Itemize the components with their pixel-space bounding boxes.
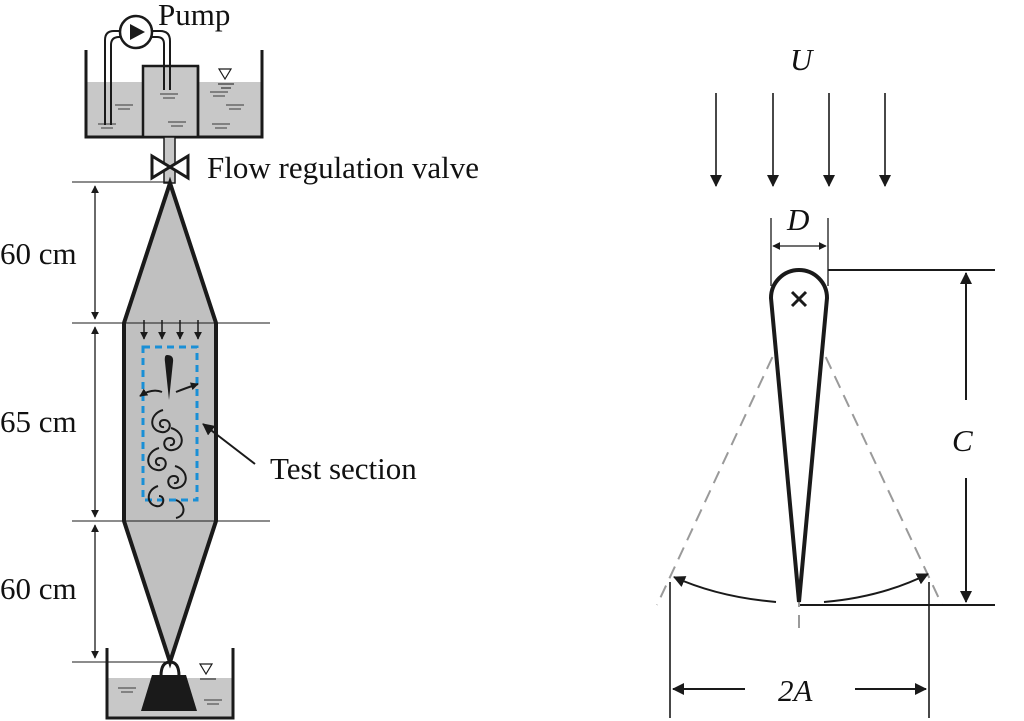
water-level-marker (217, 68, 234, 89)
freestream-arrows (710, 93, 891, 187)
lower-diffuser-height-label: 60 cm (0, 571, 77, 606)
airfoil-icon (164, 355, 174, 400)
test-section-label: Test section (270, 451, 417, 486)
lower-tank (105, 648, 235, 720)
flow-regulation-valve: Flow regulation valve (150, 136, 479, 185)
pump-label: Pump (158, 0, 230, 32)
pump: Pump (104, 0, 230, 125)
dimension-reference-lines (72, 181, 270, 663)
pitching-foil-geometry: U D (656, 42, 995, 718)
upper-contraction-height-label: 60 cm (0, 236, 77, 271)
amplitude-dimension: 2A (669, 582, 930, 718)
foil-outline (768, 268, 830, 603)
wake-vortices (147, 409, 187, 519)
amplitude-swing-arrows (673, 573, 929, 603)
valve-icon (150, 153, 190, 181)
pitching-arrows (139, 382, 199, 397)
test-section-pointer (202, 423, 256, 465)
diameter-dimension: D (770, 202, 829, 286)
lower-water-level-marker (198, 663, 214, 676)
upper-tank (84, 50, 264, 139)
diameter-label: D (786, 202, 809, 237)
test-section-height-label: 65 cm (0, 404, 77, 439)
water-tunnel-schematic: Pump Flow regulation valve (0, 0, 479, 720)
test-section-box (141, 345, 199, 502)
chord-dimension: C (800, 269, 995, 606)
valve-label: Flow regulation valve (207, 150, 479, 185)
pivot-icon (790, 290, 808, 308)
outlet-weight (141, 675, 197, 711)
freestream-velocity-label: U (790, 42, 815, 77)
chord-label: C (952, 423, 973, 458)
water-ripples (98, 91, 244, 129)
inflow-arrows (140, 320, 202, 340)
amplitude-label: 2A (778, 673, 814, 708)
